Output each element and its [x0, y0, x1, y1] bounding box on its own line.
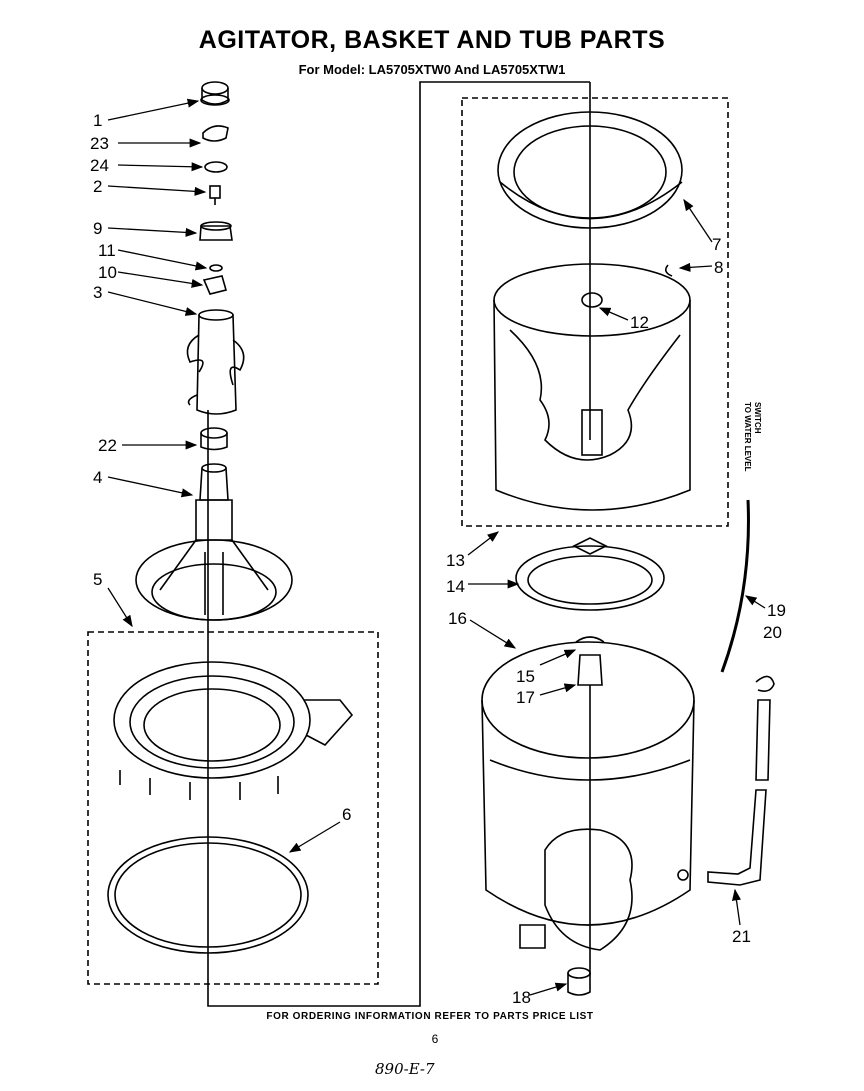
hose-clamp — [755, 675, 775, 692]
part-label-14: 14 — [446, 577, 465, 596]
part-label-17: 17 — [516, 688, 535, 707]
leader-arrows — [107, 98, 766, 996]
bearing-bushing — [200, 427, 228, 451]
part-label-2: 2 — [93, 177, 102, 196]
part-label-24: 24 — [90, 156, 109, 175]
washer-basket — [493, 263, 691, 511]
part-label-10: 10 — [98, 263, 117, 282]
page-number: 6 — [431, 1032, 439, 1046]
page-title: AGITATOR, BASKET AND TUB PARTS — [198, 26, 666, 54]
cam-part — [202, 125, 229, 142]
part-label-18: 18 — [512, 988, 531, 1007]
dog — [202, 275, 227, 295]
agitator-cap — [200, 81, 230, 106]
drive-bell-seal — [515, 537, 665, 611]
drive-shaft-connector-line — [207, 81, 590, 1007]
part-label-12: 12 — [630, 313, 649, 332]
part-label-23: 23 — [90, 134, 109, 153]
drain-pump-fitting — [567, 967, 591, 996]
seal-assembly-box — [87, 631, 379, 985]
part-label-11: 11 — [98, 241, 116, 260]
part-label-6: 6 — [342, 805, 351, 824]
part-label-13: 13 — [446, 551, 465, 570]
part-label-3: 3 — [93, 283, 102, 302]
model-subtitle: For Model: LA5705XTW0 And LA5705XTW1 — [298, 62, 566, 77]
drive-base — [135, 539, 293, 621]
part-label-16: 16 — [448, 609, 467, 628]
part-label-1: 1 — [93, 111, 102, 130]
water-level-note-line1: TO WATER LEVEL — [743, 402, 752, 472]
balance-ring-clip — [664, 264, 673, 277]
water-level-note-line2: SWITCH — [753, 402, 762, 434]
part-label-19: 19 — [767, 601, 786, 620]
part-label-8: 8 — [714, 258, 723, 277]
hub-nut — [577, 654, 603, 686]
seal-ring — [204, 161, 228, 173]
part-label-5: 5 — [93, 570, 102, 589]
dog-ratchet — [199, 221, 233, 241]
outer-tub — [481, 641, 695, 951]
part-label-7: 7 — [712, 235, 721, 254]
part-label-4: 4 — [93, 468, 102, 487]
drive-stud — [209, 185, 221, 205]
basket-assembly-box — [461, 97, 729, 527]
handwritten-note: 890-E-7 — [375, 1060, 435, 1078]
part-label-21: 21 — [732, 927, 751, 946]
water-level-switch-note: TO WATER LEVEL SWITCH — [740, 402, 780, 502]
part-label-9: 9 — [93, 219, 102, 238]
tub-ring — [113, 661, 354, 800]
part-label-20: 20 — [763, 623, 782, 642]
part-label-22: 22 — [98, 436, 117, 455]
retaining-ring — [575, 636, 605, 643]
retainer — [209, 264, 223, 272]
balance-ring — [497, 111, 683, 229]
part-label-15: 15 — [516, 667, 535, 686]
agitator-body — [186, 309, 245, 415]
drain-hose — [707, 699, 771, 886]
transmission-shaft — [195, 463, 233, 541]
tub-seal-gasket — [107, 836, 309, 954]
ordering-information-footer: FOR ORDERING INFORMATION REFER TO PARTS … — [266, 1011, 594, 1022]
part-number-labels: 1 23 24 2 9 11 10 3 22 4 5 6 7 8 12 13 1… — [90, 111, 786, 1007]
pressure-hose — [720, 499, 750, 673]
